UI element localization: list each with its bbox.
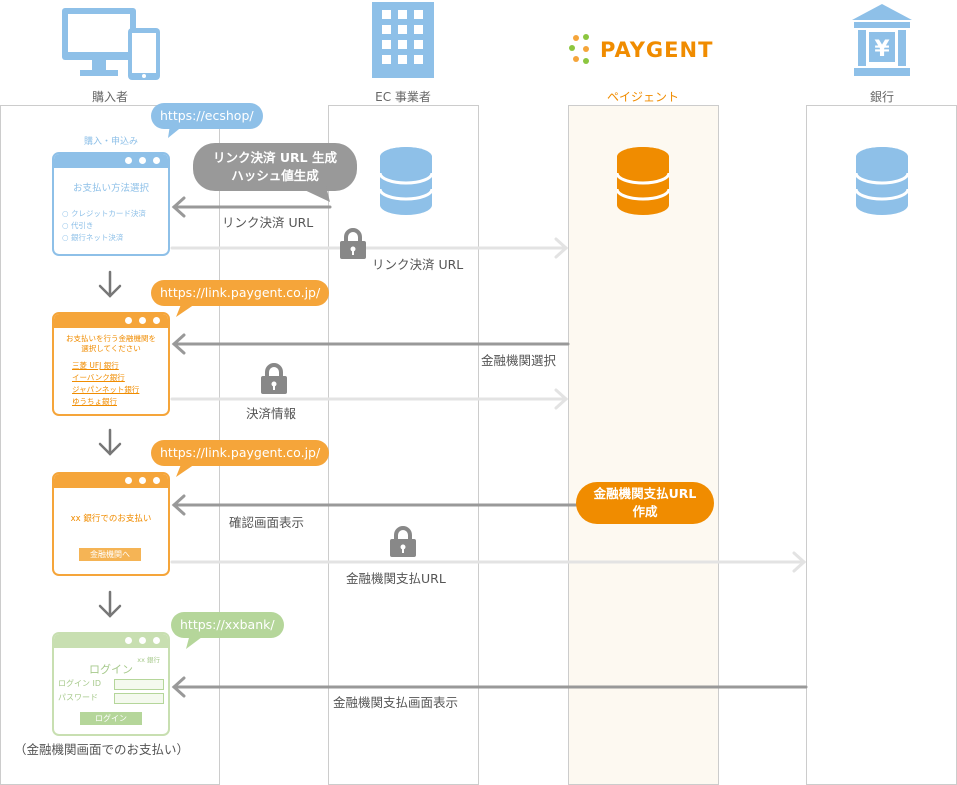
lane-paygent [568, 105, 719, 785]
actor-label-ec: EC 事業者 [375, 90, 431, 104]
paygent-logo-text: PAYGENT [600, 38, 714, 62]
to-bank-button[interactable]: 金融機関へ [79, 548, 141, 561]
message-label-m6: 金融機関支払URL [346, 571, 446, 586]
bank-link[interactable]: 三菱 UFJ 銀行 [72, 361, 119, 370]
payment-option-label: クレジットカード決済 [70, 209, 146, 218]
message-label-m3: 金融機関選択 [481, 353, 557, 368]
bubble-tail [186, 634, 206, 649]
actor-label-buyer: 購入者 [91, 90, 128, 104]
actor-label-paygent: ペイジェント [606, 90, 679, 104]
window4-bank-login: xx 銀行 ログイン ログイン ID パスワード ログイン [52, 632, 170, 736]
window2-title-line1: お支払いを行う金融機関を [66, 334, 156, 343]
payment-option[interactable]: ○ クレジットカード決済 [62, 209, 146, 218]
bank-link[interactable]: ジャパンネット銀行 [72, 385, 140, 394]
actor-label-bank: 銀行 [869, 90, 894, 104]
window2-title-line2: 選択してください [81, 344, 141, 353]
ec-process-line1: リンク決済 URL 生成 [213, 150, 337, 165]
paygent-process-pill: 金融機関支払URL 作成 [576, 482, 714, 524]
down-arrow-3 [98, 590, 122, 618]
paygent-process-line2: 作成 [632, 504, 658, 519]
login-id-label: ログイン ID [58, 679, 102, 688]
bank-link[interactable]: イーバンク銀行 [72, 373, 125, 382]
ec-process-bubble-tail [296, 186, 330, 202]
lock-icon [340, 228, 366, 259]
ec-process-line2: ハッシュ値生成 [231, 168, 319, 183]
window1-caption: 購入・申込み [83, 137, 138, 147]
url-bubble-paygent-2: https://link.paygent.co.jp/ [151, 440, 330, 466]
building-icon [372, 2, 434, 78]
message-label-m2: リンク決済 URL [372, 257, 464, 272]
window3-title: xx 銀行でのお支払い [70, 514, 152, 524]
login-button[interactable]: ログイン [80, 712, 142, 725]
bank-link[interactable]: ゆうちょ銀行 [72, 397, 117, 406]
bubble-tail [168, 125, 184, 138]
url-bubble-ecshop: https://ecshop/ [151, 103, 263, 129]
paygent-database-icon [617, 147, 669, 215]
message-label-m4: 決済情報 [246, 406, 297, 421]
message-label-m7: 金融機関支払画面表示 [333, 695, 459, 710]
message-label-m5: 確認画面表示 [229, 515, 305, 530]
paygent-process-line1: 金融機関支払URL [593, 486, 697, 501]
login-id-input[interactable] [114, 678, 164, 690]
bank-icon: ¥ [852, 4, 912, 76]
down-arrow-2 [98, 428, 122, 456]
lock-icon [390, 526, 416, 557]
window4-caption: （金融機関画面でのお支払い） [14, 742, 190, 757]
payment-option[interactable]: ○ 銀行ネット決済 [62, 233, 124, 242]
url-bubble-xxbank: https://xxbank/ [171, 612, 284, 638]
paygent-logo: PAYGENT [568, 33, 713, 67]
password-input[interactable] [114, 692, 164, 704]
url-bubble-paygent-1: https://link.paygent.co.jp/ [151, 280, 330, 306]
window4-title: ログイン [89, 663, 133, 676]
window3-confirm: xx 銀行でのお支払い 金融機関へ [52, 472, 170, 576]
password-label: パスワード [58, 693, 98, 702]
payment-option-label: 銀行ネット決済 [70, 233, 124, 242]
bubble-tail [176, 302, 198, 317]
lock-icon [261, 363, 287, 394]
bubble-tail [176, 462, 198, 477]
computer-devices-icon [62, 8, 160, 80]
ec-database-icon [380, 147, 432, 215]
window4-bank-name: xx 銀行 [137, 656, 160, 664]
payment-option-label: 代引き [70, 221, 94, 230]
bank-database-icon [856, 147, 908, 215]
window2-bank-select: お支払いを行う金融機関を 選択してください 三菱 UFJ 銀行 イーバンク銀行 … [52, 312, 170, 416]
paygent-logo-dots-icon [569, 34, 589, 64]
ec-process-bubble: リンク決済 URL 生成 ハッシュ値生成 [193, 143, 357, 191]
window1-payment-method: お支払い方法選択 ○ クレジットカード決済 ○ 代引き ○ 銀行ネット決済 [52, 152, 170, 256]
window1-title: お支払い方法選択 [72, 183, 149, 194]
payment-option[interactable]: ○ 代引き [62, 221, 94, 230]
message-label-m1: リンク決済 URL [222, 215, 314, 230]
down-arrow-1 [98, 270, 122, 298]
svg-text:¥: ¥ [874, 37, 890, 62]
